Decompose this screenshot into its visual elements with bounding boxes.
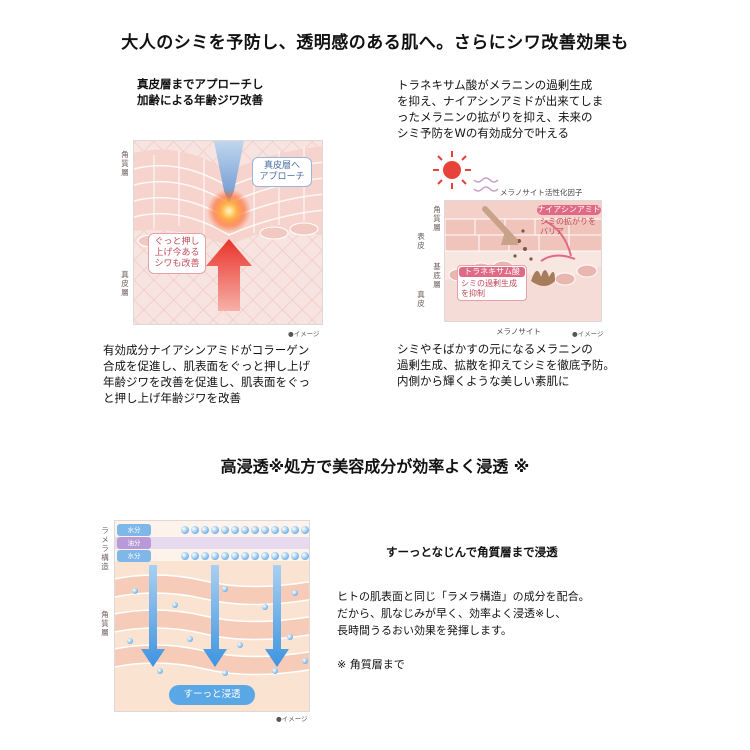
uv-wave-icon [472,175,512,209]
right-caption: トラネキサム酸がメラニンの過剰生成 を抑え、ナイアシンアミドが出来てしま ったメ… [397,78,604,140]
right-label-melanocyte: メラノサイト [496,327,541,336]
layer-water-1: 水分 [117,524,151,536]
right-label-stratum: 角質層 [433,205,441,232]
bottom-lamella-diagram: 水分 油分 水分 すーっと浸透 [114,520,310,712]
niacinamide-title: ナイアシンアミド [537,205,601,215]
tranexamic-title: トラネキサム酸 [459,267,525,277]
left-callout-lift: ぐっと押し 上げ今ある シワも改善 [148,233,206,274]
tranexamic-callout: トラネキサム酸 シミの過剰生成 を抑制 [457,265,527,301]
uv-wave-svg [473,177,499,192]
niacinamide-callout: ナイアシンアミド シミの拡がりを バリア [537,205,601,239]
left-dermis-text: 真皮層 [121,270,129,297]
bottom-body: ヒトの肌表面と同じ「ラメラ構造」の成分を配合。 だから、肌なじみが早く、効率よく… [337,590,590,637]
tranexamic-text: シミの過剰生成 を抑制 [461,279,517,298]
bottom-title: すーっとなじんで角質層まで浸透 [386,545,558,559]
left-image-note: ●イメージ [288,330,320,338]
bottom-image-note: ●イメージ [276,715,308,723]
left-skin-diagram: 真皮層へ アプローチ ぐっと押し 上げ今ある シワも改善 [133,140,323,325]
right-label-dermis: 真皮 [417,290,425,308]
headline: 大人のシミを予防し、透明感のある肌へ。さらにシワ改善効果も [121,33,629,53]
right-body: シミやそばかすの元になるメラニンの 過剰生成、拡散を抑えてシミを徹底予防。 内側… [397,342,615,388]
niacinamide-text: シミの拡がりを バリア [540,217,596,236]
left-callout-approach: 真皮層へ アプローチ [252,157,312,187]
permeate-pill: すーっと浸透 [169,685,255,705]
left-stratum-text: 角質層 [121,150,129,177]
right-image-note: ●イメージ [572,330,604,338]
right-label-epidermis: 表皮 [417,232,425,250]
right-skin-diagram: ナイアシンアミド シミの拡がりを バリア トラネキサム酸 シミの過剰生成 を抑制 [444,200,602,322]
bottom-label-stratum: 角質層 [101,610,109,637]
left-body: 有効成分ナイアシンアミドがコラーゲン 合成を促進し、肌表面をぐっと押し上げ 年齢… [103,343,310,405]
layer-water-2: 水分 [117,550,151,562]
bottom-label-lamella: ラメラ構造 [101,526,109,571]
layer-oil: 油分 [117,537,151,549]
left-caption: 真皮層までアプローチし 加齢による年齢ジワ改善 [137,77,264,107]
bottom-footnote: ※ 角質層まで [337,658,405,671]
subheadline: 高浸透※処方で美容成分が効率よく浸透 ※ [220,457,530,476]
sun-svg [433,151,471,189]
right-label-basal: 基底層 [433,262,441,289]
sun-icon [432,150,472,194]
right-label-melanocyte-factor: メラノサイト活性化因子 [500,188,583,197]
